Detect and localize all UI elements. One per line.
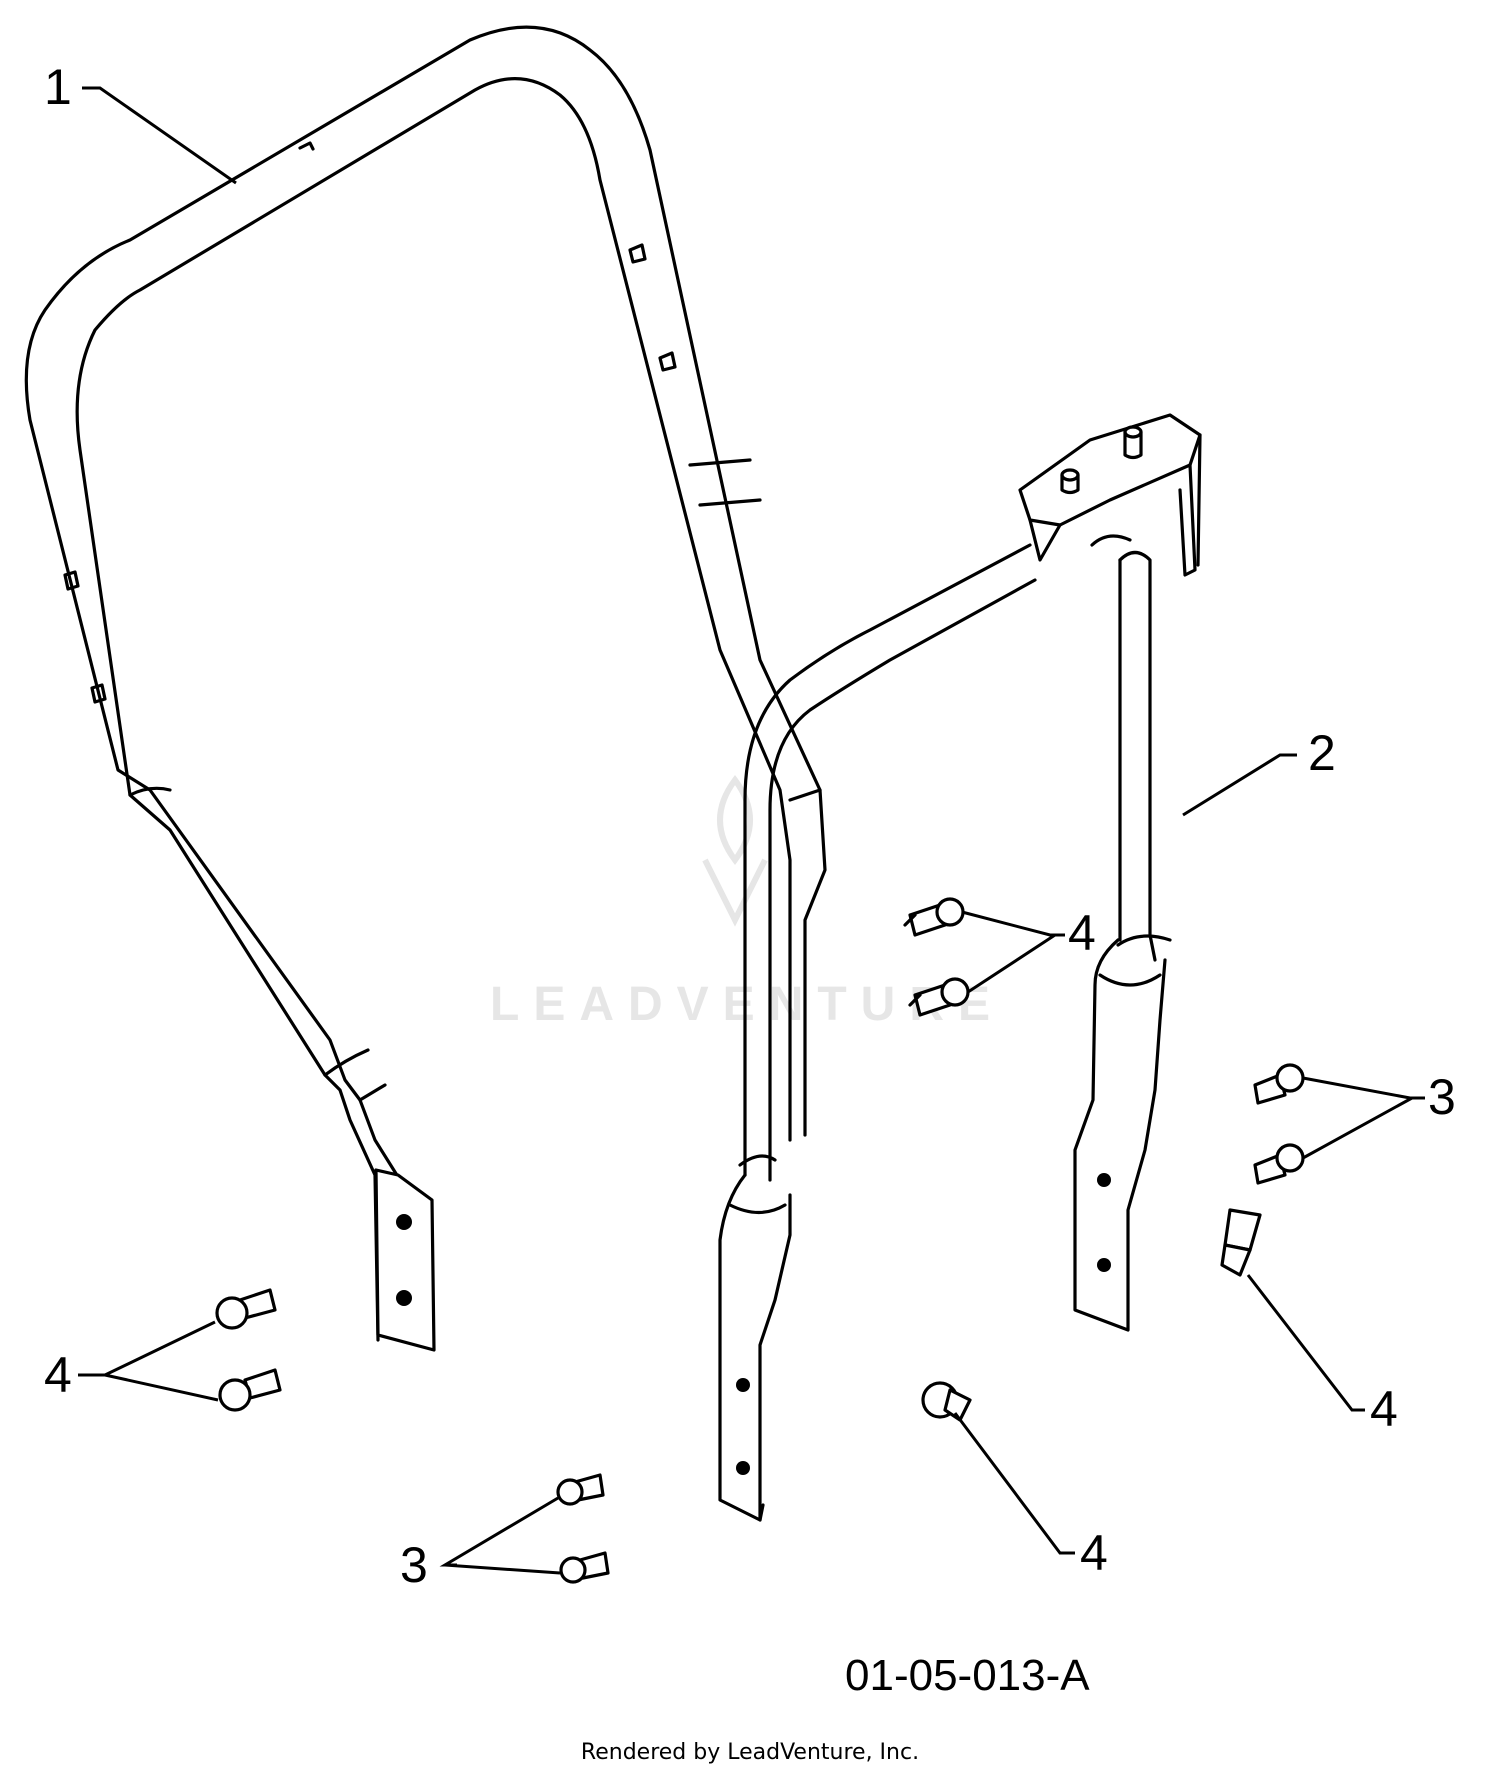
fastener-single-bottom-center — [921, 1381, 972, 1422]
leadventure-watermark: LEADVENTURE — [490, 774, 1004, 1031]
fastener-pair-upper-center — [903, 897, 970, 1017]
leader-lines — [78, 86, 1425, 1575]
watermark-text: LEADVENTURE — [490, 978, 1004, 1031]
fastener-pair-right — [1253, 1063, 1305, 1185]
callout-4-upper: 4 — [1068, 905, 1096, 961]
callout-3-bottom: 3 — [400, 1537, 428, 1593]
callout-2: 2 — [1308, 725, 1336, 781]
render-credit: Rendered by LeadVenture, Inc. — [580, 1740, 920, 1765]
drawing-number: 01-05-013-A — [845, 1651, 1090, 1700]
part-2-mount-frame — [718, 413, 1202, 1522]
fastener-pair-bottom — [556, 1473, 610, 1584]
part-1-roll-bar — [24, 25, 827, 1352]
fastener-pair-left — [215, 1288, 282, 1412]
callout-3-right: 3 — [1428, 1069, 1456, 1125]
callout-4-left: 4 — [44, 1347, 72, 1403]
callout-4-bottom: 4 — [1080, 1525, 1108, 1581]
callout-4-right: 4 — [1370, 1381, 1398, 1437]
fastener-single-right — [1220, 1208, 1262, 1277]
callout-1: 1 — [44, 59, 72, 115]
